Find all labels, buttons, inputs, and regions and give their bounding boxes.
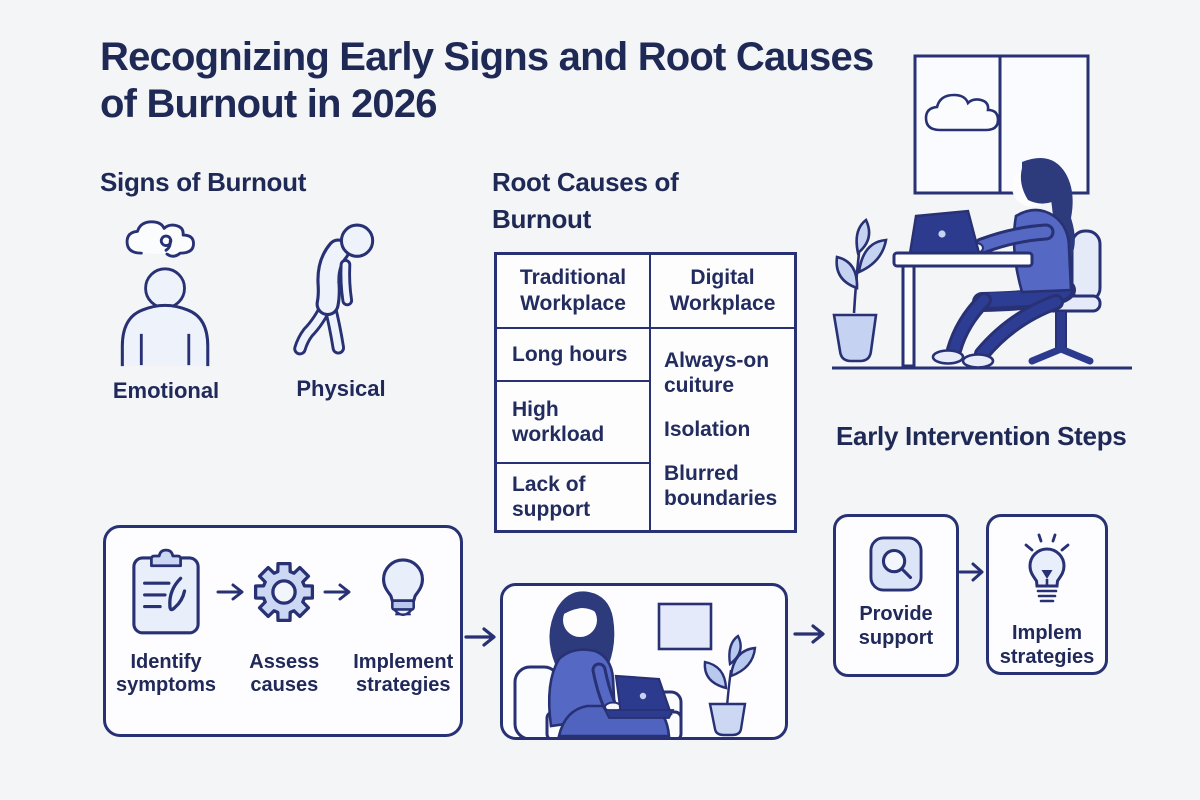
root-causes-table: Traditional Workplace Digital Workplace … — [494, 252, 797, 533]
table-cell: Isolation — [664, 418, 751, 441]
page-title: Recognizing Early Signs and Root Causes … — [100, 35, 874, 126]
cloud-icon — [924, 93, 1000, 132]
gear-icon — [254, 561, 315, 623]
arrow-right-icon — [958, 562, 984, 582]
signs-heading: Signs of Burnout — [100, 167, 307, 197]
sign-label: Emotional — [112, 378, 220, 403]
woman-at-desk-illustration — [832, 54, 1132, 370]
table-cell: Lack of support — [512, 473, 591, 521]
table-cell: Always-on cuiture — [664, 349, 770, 397]
arrow-right-icon — [323, 541, 353, 643]
digital-column: Always-on cuiture Isolation Blurred boun… — [651, 329, 794, 530]
provide-support-box: Provide support — [833, 514, 959, 677]
column-header-traditional: Traditional Workplace — [497, 255, 651, 329]
lightbulb-rays-icon — [1024, 533, 1070, 603]
woman-on-couch-illustration — [513, 591, 757, 737]
table-cell: High workload — [497, 382, 649, 464]
wall-frame — [657, 602, 713, 651]
step-label: Implement strategies — [353, 651, 454, 696]
desk-and-laptop — [892, 209, 1034, 368]
traditional-column: Long hours High workload Lack of support — [497, 329, 651, 530]
arrow-right-icon — [216, 541, 246, 643]
early-intervention-heading: Early Intervention Steps — [836, 421, 1127, 451]
root-causes-heading: Root Causes of Burnout — [492, 167, 679, 234]
woman-figure — [931, 158, 1076, 369]
laptop-icon — [603, 674, 675, 719]
box-label: Provide support — [858, 603, 934, 649]
thought-cloud-person-icon — [120, 220, 210, 367]
relax-scene-box — [500, 583, 788, 740]
sign-physical: Physical — [280, 218, 402, 402]
step-label: Identify symptoms — [116, 651, 217, 696]
table-cell: Long hours — [497, 329, 649, 382]
arrow-right-icon — [793, 624, 825, 644]
step-assess-causes: Assess causes — [246, 541, 323, 697]
sign-label: Physical — [296, 376, 386, 401]
woman-figure — [547, 591, 671, 737]
lightbulb-icon — [382, 558, 425, 617]
potted-plant-icon — [703, 634, 757, 737]
hunched-person-icon — [293, 223, 375, 356]
search-icon — [869, 536, 923, 592]
step-identify-symptoms: Identify symptoms — [116, 541, 216, 697]
step-label: Assess causes — [249, 651, 320, 696]
arrow-right-icon — [464, 627, 496, 647]
potted-plant-icon — [832, 217, 888, 363]
clipboard-checklist-icon — [132, 548, 200, 635]
intervention-steps-box: Identify symptoms Assess causes — [103, 525, 463, 737]
table-cell: Blurred boundaries — [664, 462, 778, 510]
sign-emotional: Emotional — [104, 218, 228, 404]
box-label: Implem strategies — [999, 622, 1095, 668]
step-implement-strategies: Implement strategies — [353, 541, 454, 697]
implement-strategies-box: Implem strategies — [986, 514, 1108, 675]
column-header-digital: Digital Workplace — [651, 255, 794, 329]
